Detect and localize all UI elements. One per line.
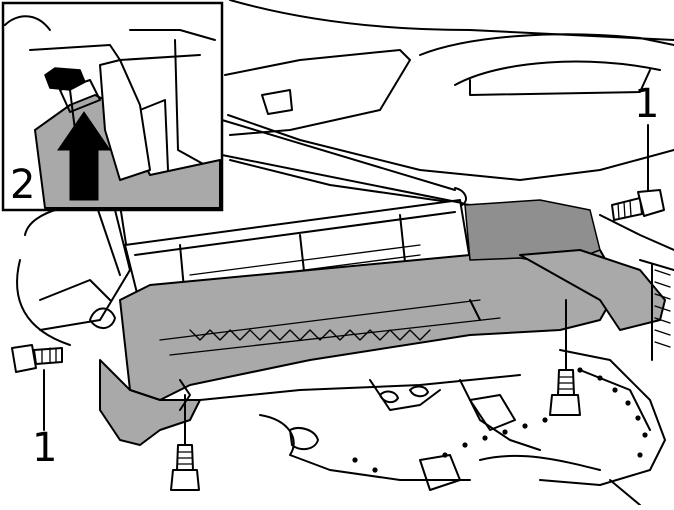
bolt-top-right <box>611 124 665 221</box>
bolt-bottom-center <box>549 299 581 416</box>
callout-inset-step: 2 <box>10 162 36 208</box>
callout-bolt-top-right: 1 <box>634 81 660 127</box>
subframe-outline <box>199 349 666 506</box>
callout-bolt-left: 1 <box>32 425 58 471</box>
vehicle-body-outline <box>16 0 674 346</box>
splash-shield <box>99 199 666 446</box>
bolt-left <box>11 344 63 431</box>
suspension-coil <box>651 264 671 361</box>
up-arrow-icon <box>57 111 111 201</box>
bolt-bottom-left <box>170 394 200 491</box>
subframe-rivets <box>352 367 648 473</box>
detail-inset <box>1 1 467 276</box>
